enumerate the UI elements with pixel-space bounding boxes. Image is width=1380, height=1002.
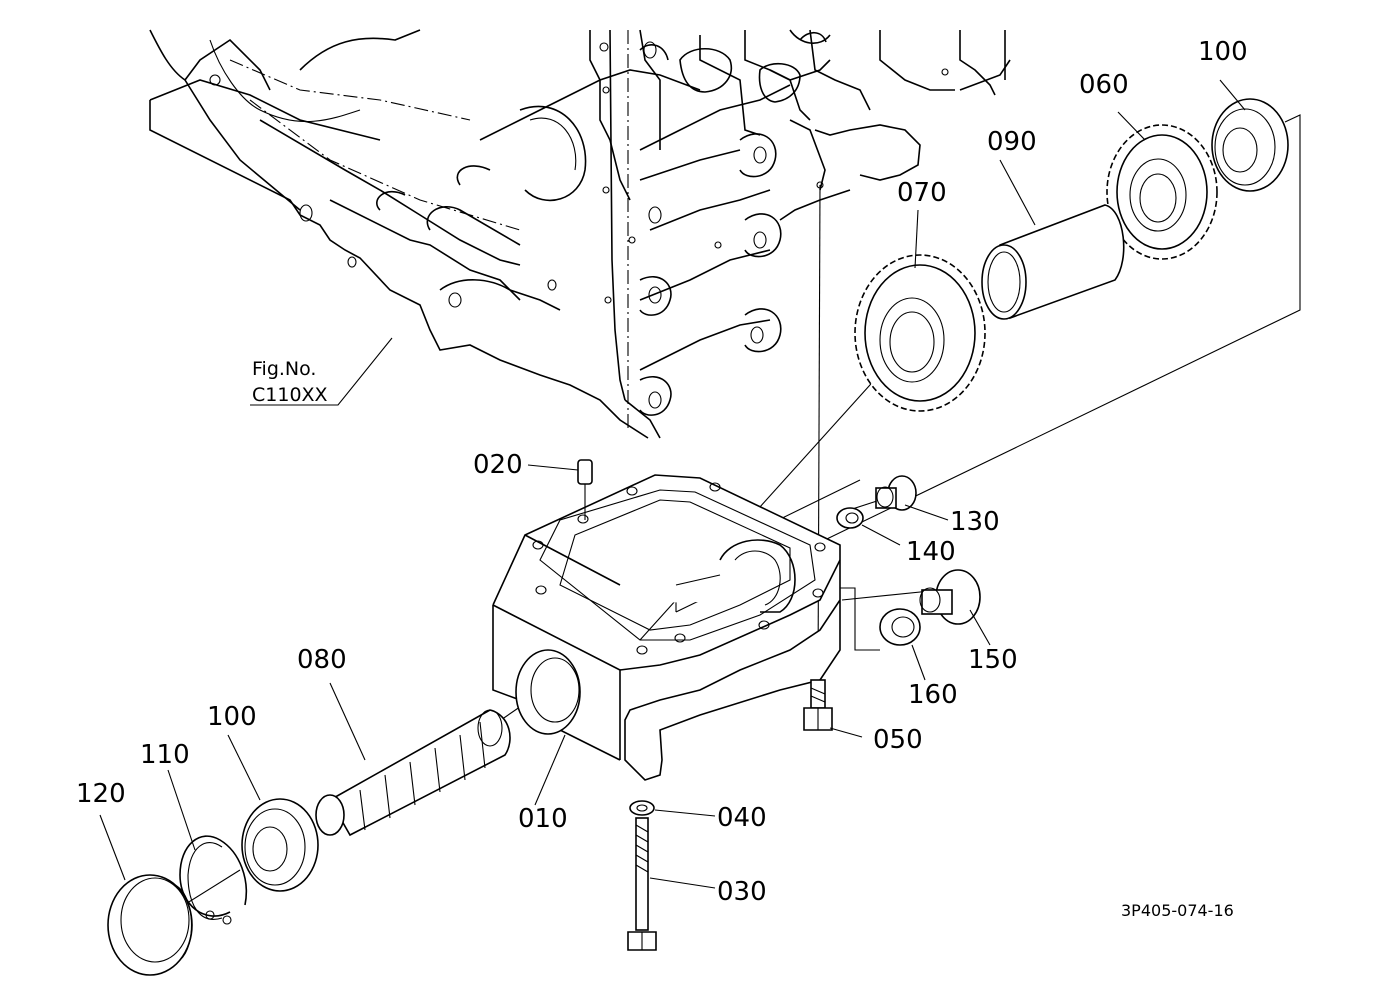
part-label-010: 010 — [518, 804, 568, 834]
gear-070-drawing — [854, 254, 986, 412]
part-label-060: 060 — [1079, 70, 1129, 100]
part-label-020: 020 — [473, 450, 523, 480]
spacer-tube-drawing — [981, 204, 1125, 320]
drawing-number: 3P405-074-16 — [1121, 901, 1234, 920]
gasket-160-drawing — [879, 608, 921, 646]
part-label-160: 160 — [908, 680, 958, 710]
shaft-080-drawing — [315, 709, 511, 837]
part-label-130: 130 — [950, 507, 1000, 537]
fig-reference-leader — [250, 337, 393, 406]
fig-no-label: Fig.No. — [252, 358, 316, 380]
part-label-140: 140 — [906, 537, 956, 567]
oil-seal-drawing — [107, 874, 193, 976]
part-label-100-lower: 100 — [207, 702, 257, 732]
part-label-120: 120 — [76, 779, 126, 809]
part-label-070: 070 — [897, 178, 947, 208]
long-bolt-drawing — [627, 817, 657, 951]
gear-060-drawing — [1106, 124, 1218, 260]
gear-case-drawing — [492, 474, 841, 781]
part-label-050: 050 — [873, 725, 923, 755]
transmission-housing-drawing — [149, 29, 1011, 439]
label-leaders — [99, 79, 1246, 889]
plug-150-drawing — [919, 569, 981, 625]
spring-washer-drawing — [629, 800, 655, 816]
part-label-100-upper: 100 — [1198, 37, 1248, 67]
bearing-upper-drawing — [1211, 98, 1289, 192]
part-label-110: 110 — [140, 740, 190, 770]
part-label-080: 080 — [297, 645, 347, 675]
bolt-050-drawing — [803, 679, 833, 731]
part-label-150: 150 — [968, 645, 1018, 675]
fig-no-code: C110XX — [252, 384, 328, 406]
dowel-pin-drawing — [577, 459, 593, 520]
part-label-090: 090 — [987, 127, 1037, 157]
bearing-lower-drawing — [241, 798, 319, 892]
gasket-140-drawing — [836, 507, 864, 529]
part-label-040: 040 — [717, 803, 767, 833]
plug-130-drawing — [875, 475, 917, 511]
snap-ring-drawing — [179, 835, 247, 925]
part-label-030: 030 — [717, 877, 767, 907]
